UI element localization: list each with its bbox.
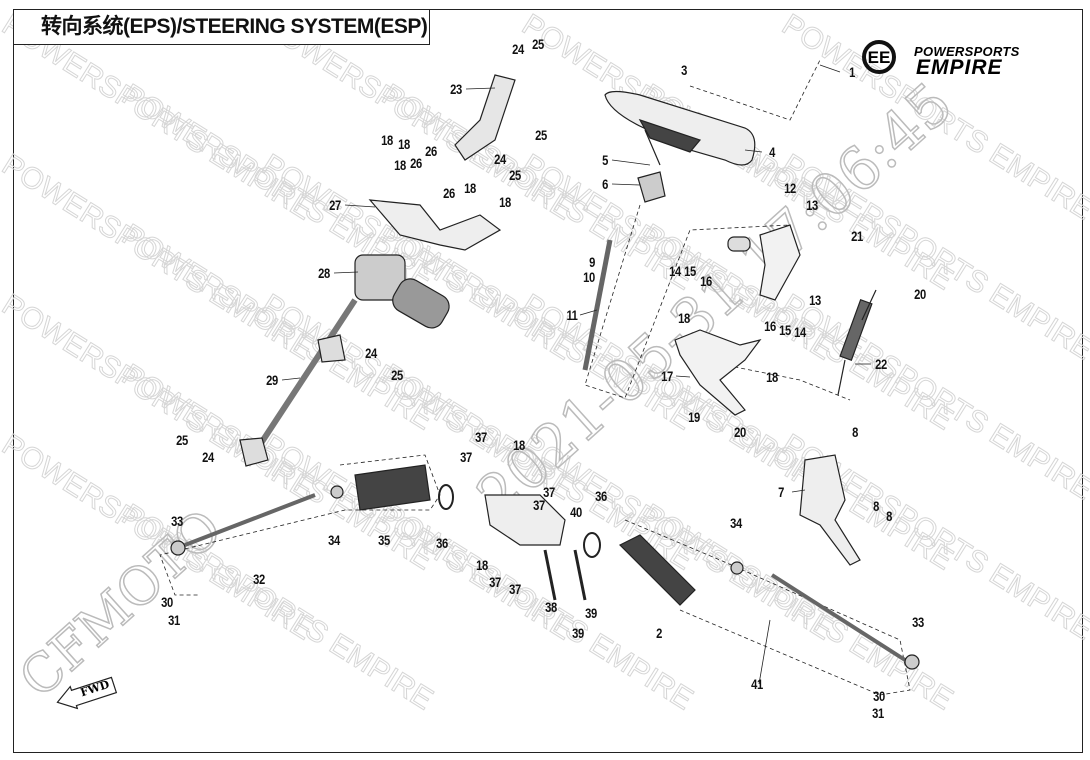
callout-8: 8 (886, 508, 892, 524)
callout-16: 16 (764, 318, 776, 334)
callout-25: 25 (532, 36, 544, 52)
eps-motor (392, 278, 450, 329)
callout-24: 24 (494, 151, 506, 167)
callout-22: 22 (875, 356, 887, 372)
callout-26: 26 (410, 155, 422, 171)
callout-18: 18 (513, 437, 525, 453)
callout-14: 14 (794, 324, 806, 340)
callout-25: 25 (176, 432, 188, 448)
callout-27: 27 (329, 197, 341, 213)
callout-15: 15 (684, 263, 696, 279)
callout-8: 8 (852, 424, 858, 440)
callout-16: 16 (700, 273, 712, 289)
callout-28: 28 (318, 265, 330, 281)
callout-13: 13 (809, 292, 821, 308)
arrow-left-icon (56, 676, 118, 710)
callout-18: 18 (499, 194, 511, 210)
callout-31: 31 (872, 705, 884, 721)
logo-line2: EMPIRE (916, 56, 1003, 79)
logo-line1: POWERSPORTS (914, 44, 1020, 59)
callout-24: 24 (365, 345, 377, 361)
tilt-bracket (759, 224, 801, 301)
callout-12: 12 (784, 180, 796, 196)
callout-25: 25 (391, 367, 403, 383)
callout-13: 13 (806, 197, 818, 213)
callout-33: 33 (171, 513, 183, 529)
callout-24: 24 (512, 41, 524, 57)
callout-34: 34 (730, 515, 742, 531)
mount-bracket (674, 329, 762, 416)
callout-2: 2 (656, 625, 662, 641)
callout-37: 37 (489, 574, 501, 590)
callout-3: 3 (681, 62, 687, 78)
callout-24: 24 (202, 449, 214, 465)
callout-23: 23 (450, 81, 462, 97)
callout-21: 21 (851, 228, 863, 244)
callout-11: 11 (566, 307, 578, 323)
callout-7: 7 (778, 484, 784, 500)
callout-1: 1 (849, 64, 855, 80)
callout-34: 34 (328, 532, 340, 548)
callout-37: 37 (543, 484, 555, 500)
callout-19: 19 (688, 409, 700, 425)
callout-39: 39 (572, 625, 584, 641)
callout-4: 4 (769, 144, 775, 160)
callout-20: 20 (734, 424, 746, 440)
callout-20: 20 (914, 286, 926, 302)
callout-40: 40 (570, 504, 582, 520)
diagram-frame (13, 9, 1083, 753)
callout-37: 37 (460, 449, 472, 465)
callout-26: 26 (443, 185, 455, 201)
callout-32: 32 (253, 571, 265, 587)
callout-18: 18 (381, 132, 393, 148)
callout-6: 6 (602, 176, 608, 192)
steering-wheel (604, 90, 756, 166)
rack-housing (484, 494, 566, 546)
callout-38: 38 (545, 599, 557, 615)
callout-29: 29 (266, 372, 278, 388)
brand-logo: EE POWERSPORTS EMPIRE (862, 40, 1062, 82)
callout-39: 39 (585, 605, 597, 621)
callout-18: 18 (394, 157, 406, 173)
callout-36: 36 (595, 488, 607, 504)
callout-35: 35 (378, 532, 390, 548)
callout-9: 9 (589, 254, 595, 270)
callout-26: 26 (425, 143, 437, 159)
bracket-7 (799, 454, 861, 566)
callout-37: 37 (475, 429, 487, 445)
callout-37: 37 (509, 581, 521, 597)
callout-18: 18 (398, 136, 410, 152)
page-title: 转向系统(EPS)/STEERING SYSTEM(ESP) (13, 9, 430, 45)
boot-right (618, 534, 696, 606)
steering-hub (637, 171, 666, 203)
callout-18: 18 (464, 180, 476, 196)
callout-5: 5 (602, 152, 608, 168)
callout-25: 25 (509, 167, 521, 183)
callout-10: 10 (583, 269, 595, 285)
callout-8: 8 (873, 498, 879, 514)
callout-30: 30 (161, 594, 173, 610)
logo-mark-icon: EE (862, 40, 896, 74)
callout-41: 41 (751, 676, 763, 692)
callout-18: 18 (476, 557, 488, 573)
callout-25: 25 (535, 127, 547, 143)
forward-arrow: FWD (53, 671, 120, 715)
callout-30: 30 (873, 688, 885, 704)
callout-31: 31 (168, 612, 180, 628)
callout-18: 18 (766, 369, 778, 385)
callout-17: 17 (661, 368, 673, 384)
callout-15: 15 (779, 322, 791, 338)
callout-37: 37 (533, 497, 545, 513)
callout-36: 36 (436, 535, 448, 551)
callout-33: 33 (912, 614, 924, 630)
boot-left (354, 464, 431, 511)
callout-18: 18 (678, 310, 690, 326)
callout-14: 14 (669, 263, 681, 279)
